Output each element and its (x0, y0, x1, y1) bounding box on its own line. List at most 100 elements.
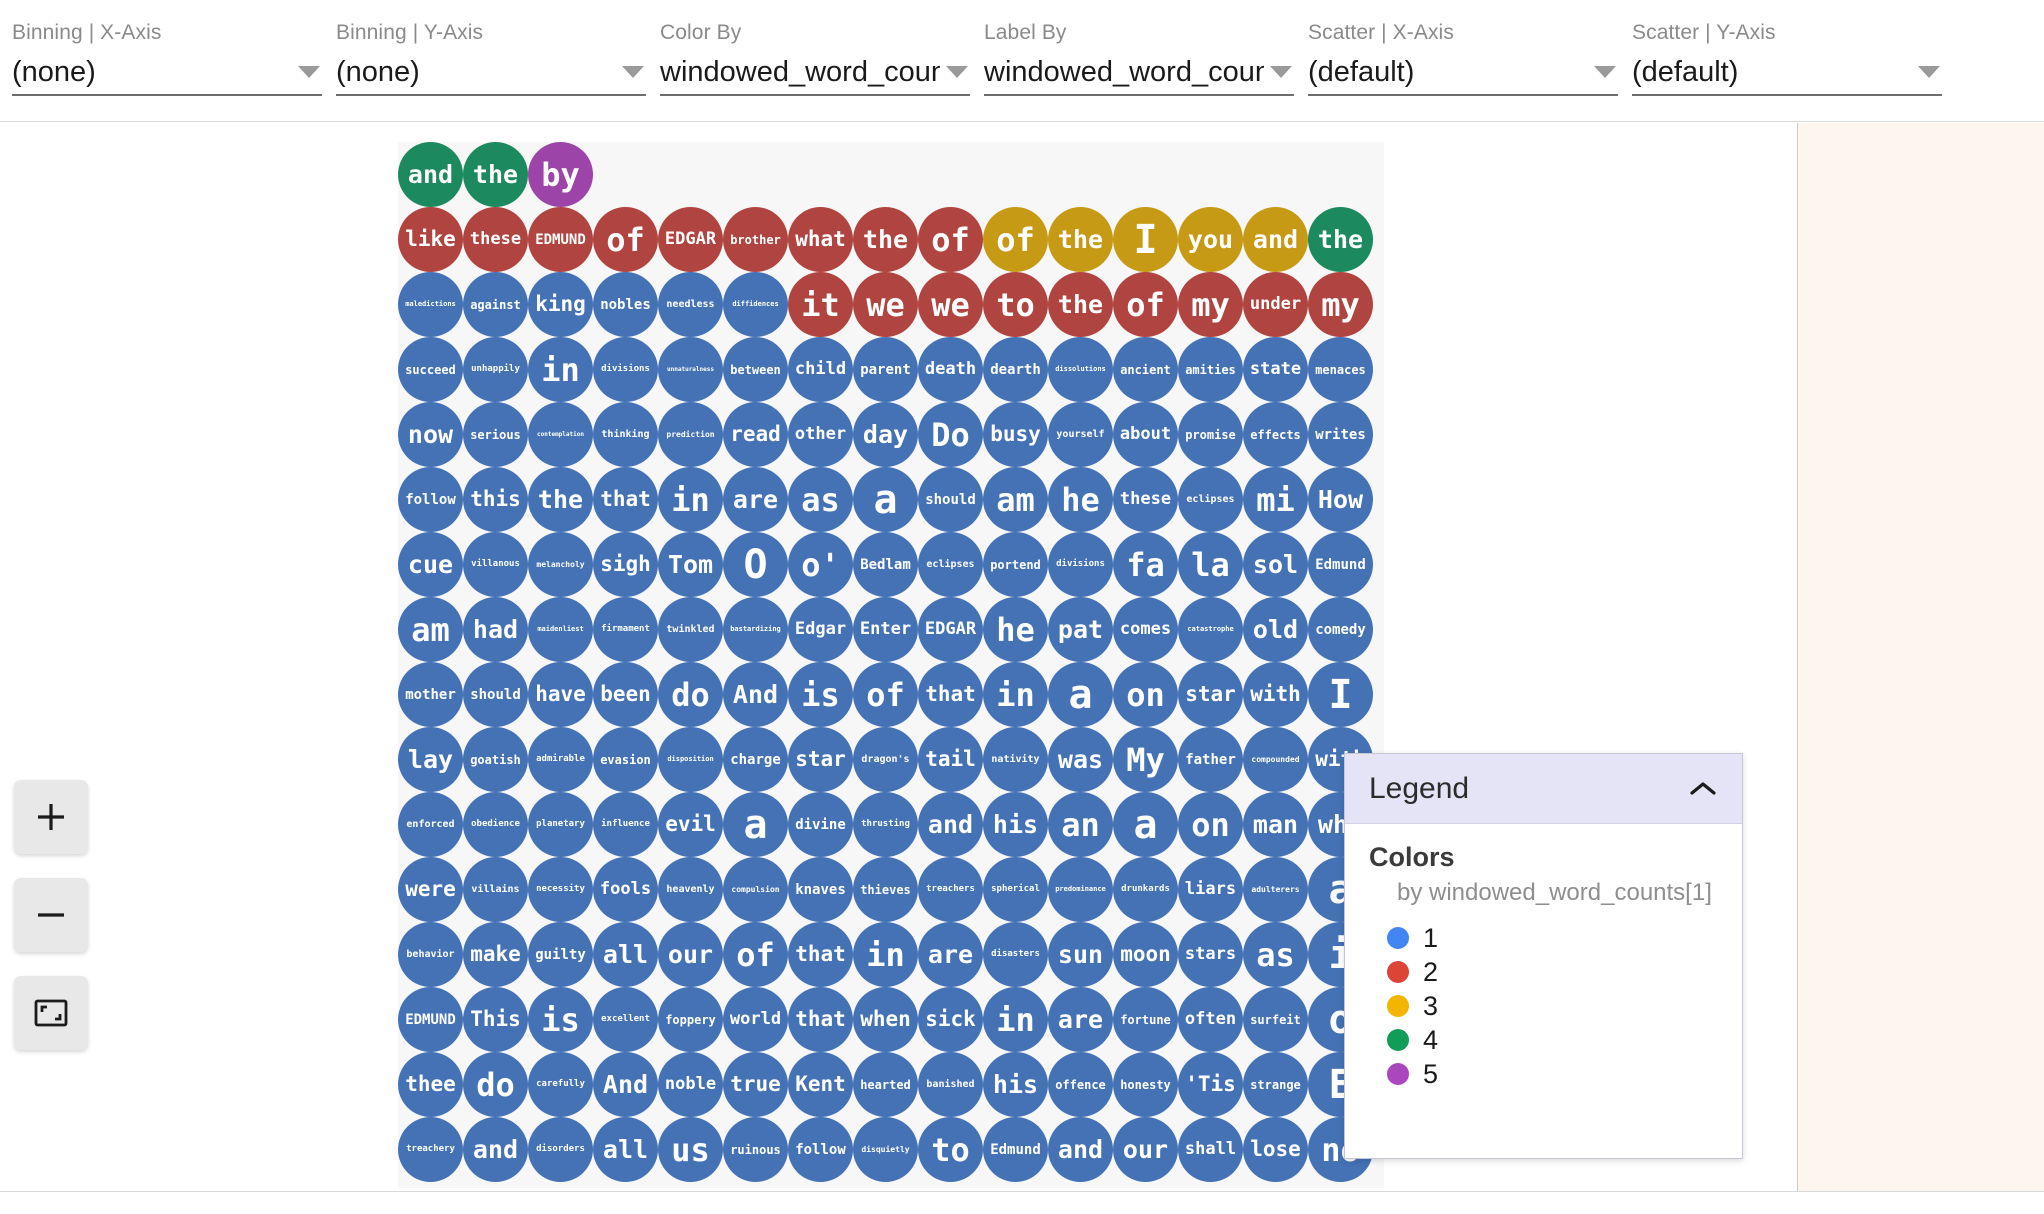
word-bubble[interactable]: drunkards (1113, 857, 1178, 922)
word-bubble[interactable]: against (463, 272, 528, 337)
legend-item[interactable]: 3 (1387, 989, 1718, 1023)
word-bubble[interactable]: mother (398, 662, 463, 727)
word-bubble[interactable]: fa (1113, 532, 1178, 597)
word-bubble[interactable]: in (853, 922, 918, 987)
word-bubble[interactable]: on (1178, 792, 1243, 857)
word-bubble[interactable]: lay (398, 727, 463, 792)
word-bubble[interactable]: follow (788, 1117, 853, 1182)
word-bubble[interactable]: disquietly (853, 1117, 918, 1182)
word-bubble[interactable]: true (723, 1052, 788, 1117)
word-bubble[interactable]: the (853, 207, 918, 272)
word-bubble[interactable]: state (1243, 337, 1308, 402)
word-bubble[interactable]: often (1178, 987, 1243, 1052)
word-bubble[interactable]: busy (983, 402, 1048, 467)
word-bubble[interactable]: are (918, 922, 983, 987)
word-bubble[interactable]: surfeit (1243, 987, 1308, 1052)
word-bubble[interactable]: unnaturalness (658, 337, 723, 402)
word-bubble[interactable]: carefully (528, 1052, 593, 1117)
word-bubble[interactable]: EDGAR (658, 207, 723, 272)
word-bubble[interactable]: I (1113, 207, 1178, 272)
word-bubble[interactable]: world (723, 987, 788, 1052)
word-bubble[interactable]: about (1113, 402, 1178, 467)
word-bubble[interactable]: what (788, 207, 853, 272)
select-value-row[interactable]: windowed_word_counts[1] (660, 54, 970, 90)
word-bubble[interactable]: 'Tis (1178, 1052, 1243, 1117)
legend-item[interactable]: 1 (1387, 921, 1718, 955)
word-bubble[interactable]: eclipses (918, 532, 983, 597)
word-bubble[interactable]: Tom (658, 532, 723, 597)
word-bubble[interactable]: as (788, 467, 853, 532)
word-bubble[interactable]: compulsion (723, 857, 788, 922)
chevron-down-icon[interactable] (1918, 66, 1940, 78)
word-bubble[interactable]: EDMUND (398, 987, 463, 1052)
word-bubble[interactable]: our (658, 922, 723, 987)
word-bubble[interactable]: that (593, 467, 658, 532)
word-bubble[interactable]: follow (398, 467, 463, 532)
word-bubble[interactable]: behavior (398, 922, 463, 987)
word-bubble[interactable]: read (723, 402, 788, 467)
word-bubble[interactable]: star (788, 727, 853, 792)
word-bubble[interactable]: his (983, 792, 1048, 857)
select-binning-x-axis[interactable]: Binning | X-Axis(none) (12, 20, 322, 96)
word-bubble[interactable]: an (1048, 792, 1113, 857)
word-bubble[interactable]: this (463, 467, 528, 532)
word-bubble[interactable]: villanous (463, 532, 528, 597)
select-scatter-y-axis[interactable]: Scatter | Y-Axis(default) (1632, 20, 1942, 96)
word-bubble[interactable]: these (463, 207, 528, 272)
select-binning-y-axis[interactable]: Binning | Y-Axis(none) (336, 20, 646, 96)
legend-header[interactable]: Legend (1345, 754, 1742, 824)
word-bubble[interactable]: brother (723, 207, 788, 272)
word-bubble[interactable]: a (1113, 792, 1178, 857)
word-bubble[interactable]: excellent (593, 987, 658, 1052)
word-bubble[interactable]: it (788, 272, 853, 337)
word-bubble[interactable]: man (1243, 792, 1308, 857)
word-bubble[interactable]: sun (1048, 922, 1113, 987)
word-bubble[interactable]: I (1308, 662, 1373, 727)
word-bubble[interactable]: in (983, 662, 1048, 727)
word-bubble[interactable]: menaces (1308, 337, 1373, 402)
word-bubble[interactable]: these (1113, 467, 1178, 532)
word-bubble[interactable]: writes (1308, 402, 1373, 467)
word-bubble[interactable]: maidenliest (528, 597, 593, 662)
word-bubble[interactable]: o' (788, 532, 853, 597)
word-bubble[interactable]: do (463, 1052, 528, 1117)
select-value-row[interactable]: windowed_word_counts[1] (984, 54, 1294, 90)
word-bubble[interactable]: a (853, 467, 918, 532)
word-bubble[interactable]: of (918, 207, 983, 272)
word-bubble[interactable]: honesty (1113, 1052, 1178, 1117)
word-bubble[interactable]: Bedlam (853, 532, 918, 597)
word-bubble[interactable]: day (853, 402, 918, 467)
word-bubble[interactable]: Edgar (788, 597, 853, 662)
word-bubble[interactable]: enforced (398, 792, 463, 857)
word-bubble[interactable]: thee (398, 1052, 463, 1117)
word-bubble[interactable]: with (1243, 662, 1308, 727)
word-bubble[interactable]: my (1308, 272, 1373, 337)
word-bubble[interactable]: needless (658, 272, 723, 337)
word-bubble[interactable]: O (723, 532, 788, 597)
word-bubble[interactable]: on (1113, 662, 1178, 727)
word-bubble[interactable]: divine (788, 792, 853, 857)
word-bubble[interactable]: Kent (788, 1052, 853, 1117)
select-scatter-x-axis[interactable]: Scatter | X-Axis(default) (1308, 20, 1618, 96)
word-bubble[interactable]: the (1048, 207, 1113, 272)
word-bubble[interactable]: parent (853, 337, 918, 402)
word-bubble[interactable]: evasion (593, 727, 658, 792)
word-bubble[interactable]: death (918, 337, 983, 402)
word-bubble[interactable]: thrusting (853, 792, 918, 857)
word-bubble[interactable]: fortune (1113, 987, 1178, 1052)
word-bubble[interactable]: he (1048, 467, 1113, 532)
word-bubble[interactable]: us (658, 1117, 723, 1182)
word-bubble[interactable]: moon (1113, 922, 1178, 987)
word-bubble[interactable]: a (723, 792, 788, 857)
word-bubble[interactable]: liars (1178, 857, 1243, 922)
word-bubble[interactable]: the (1308, 207, 1373, 272)
word-bubble[interactable]: Edmund (983, 1117, 1048, 1182)
word-bubble[interactable]: of (983, 207, 1048, 272)
word-bubble[interactable]: am (983, 467, 1048, 532)
word-bubble[interactable]: promise (1178, 402, 1243, 467)
word-bubble[interactable]: in (528, 337, 593, 402)
word-bubble[interactable]: should (463, 662, 528, 727)
word-bubble[interactable]: of (723, 922, 788, 987)
legend-item[interactable]: 5 (1387, 1057, 1718, 1091)
word-bubble[interactable]: stars (1178, 922, 1243, 987)
